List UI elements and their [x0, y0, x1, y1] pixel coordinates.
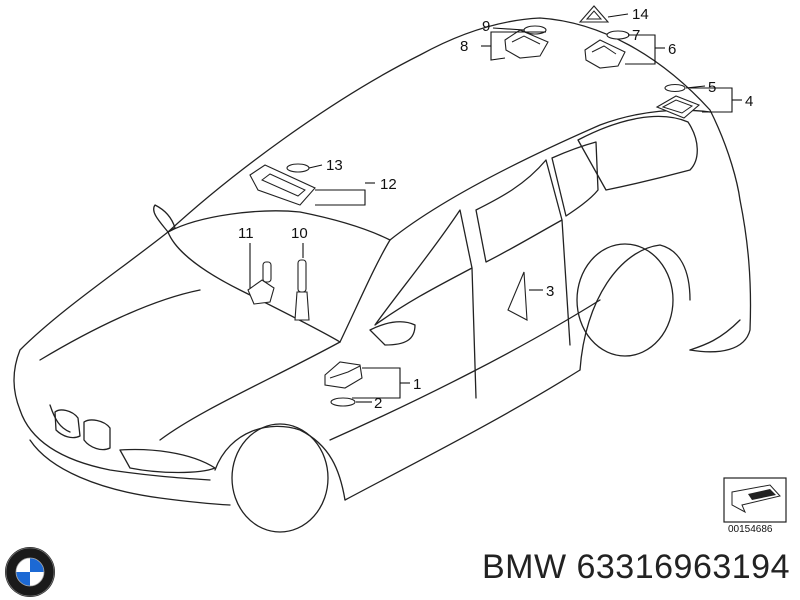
part-10-bulb	[294, 259, 310, 321]
diagram-code: 00154686	[728, 524, 773, 535]
callout-1: 1	[413, 376, 421, 393]
part-8-lamp	[504, 29, 549, 59]
part-3-trim	[507, 271, 528, 321]
part-12-lamp	[249, 164, 316, 206]
callout-3: 3	[546, 283, 554, 300]
callout-8: 8	[460, 38, 468, 55]
callout-numbers: 1 2 3 4 5 6 7 8 9 10 11 12 13 14	[238, 6, 753, 412]
callout-12: 12	[380, 176, 397, 193]
bmw-roundel-icon	[5, 547, 55, 597]
leader-lines	[249, 13, 742, 403]
part-5-bulb	[664, 83, 686, 93]
callout-4: 4	[745, 93, 753, 110]
part-11-socket	[247, 261, 275, 305]
footer-brand: BMW	[481, 548, 567, 586]
callout-2: 2	[374, 395, 382, 412]
part-2-bulb	[330, 397, 356, 407]
part-4-lamp	[655, 95, 701, 119]
part-9-bulb	[523, 25, 547, 35]
callout-7: 7	[632, 27, 640, 44]
car-outline	[13, 17, 752, 533]
callout-6: 6	[668, 41, 676, 58]
part-14-warning-triangle	[578, 5, 610, 23]
part-7-bulb	[606, 30, 630, 40]
footer-part-label: BMW 63316963194	[482, 548, 790, 587]
callout-5: 5	[708, 79, 716, 96]
footer-part-number: 63316963194	[576, 548, 790, 586]
callout-9: 9	[482, 18, 490, 35]
diagram-stamp	[723, 477, 787, 523]
callout-10: 10	[291, 225, 308, 242]
part-13-bulb	[286, 163, 310, 173]
part-1-lamp	[324, 361, 363, 389]
part-6-lamp	[584, 39, 626, 69]
callout-13: 13	[326, 157, 343, 174]
callout-14: 14	[632, 6, 649, 23]
callout-11: 11	[238, 225, 254, 242]
